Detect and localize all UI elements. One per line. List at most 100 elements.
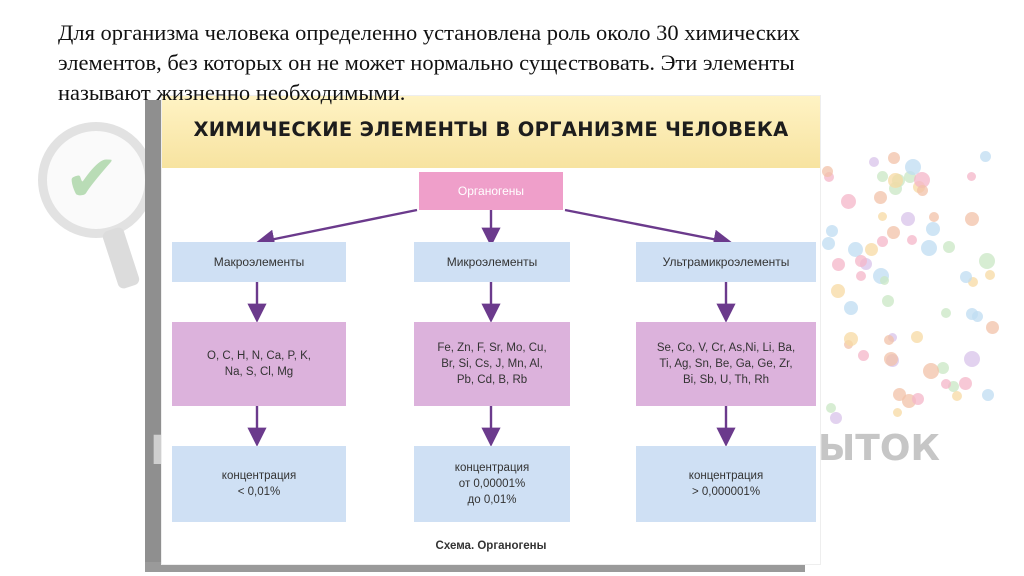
bead-dot xyxy=(877,236,888,247)
elements-line: Se, Co, V, Cr, As,Ni, Li, Ba, xyxy=(656,342,796,354)
category-node-macro: Макроэлементы xyxy=(172,242,346,282)
elements-line: Ti, Ag, Sn, Be, Ga, Ge, Zr, xyxy=(659,358,793,370)
bead-dot xyxy=(893,388,906,401)
bead-dot xyxy=(877,171,888,182)
arrow-root-to-macro xyxy=(255,208,418,249)
bead-dot xyxy=(964,351,980,367)
bead-dot xyxy=(914,172,930,188)
diagram-title: ХИМИЧЕСКИЕ ЭЛЕМЕНТЫ В ОРГАНИЗМЕ ЧЕЛОВЕКА xyxy=(193,118,789,141)
bead-dot xyxy=(869,157,879,167)
bead-dot xyxy=(855,255,867,267)
concentration-label: концентрация xyxy=(454,462,530,474)
concentration-node-ultra: концентрация > 0,000001% xyxy=(636,446,816,522)
bead-dot xyxy=(887,226,900,239)
diagram-caption: Схема. Органогены xyxy=(435,540,547,552)
bead-dot xyxy=(968,277,978,287)
bead-dot xyxy=(943,241,955,253)
bead-dot xyxy=(856,271,866,281)
bead-dot xyxy=(937,362,949,374)
bead-dot xyxy=(858,350,869,361)
bead-dot xyxy=(874,191,887,204)
bead-dot xyxy=(929,212,939,222)
bead-dot xyxy=(844,301,858,315)
bead-dot xyxy=(822,166,833,177)
intro-paragraph: Для организма человека определенно устан… xyxy=(58,18,938,108)
bead-dot xyxy=(844,332,858,346)
elements-node-micro: Fe, Zn, F, Sr, Mo, Cu, Br, Si, Cs, J, Mn… xyxy=(414,322,570,406)
elements-line: Bi, Sb, U, Th, Rh xyxy=(682,374,770,386)
bead-dot xyxy=(980,151,991,162)
checkmark-badge xyxy=(38,122,154,238)
intro-line: элементов, без которых он не может норма… xyxy=(58,50,795,75)
diagram-banner: ХИМИЧЕСКИЕ ЭЛЕМЕНТЫ В ОРГАНИЗМЕ ЧЕЛОВЕКА xyxy=(162,96,820,168)
bead-dot xyxy=(907,235,917,245)
bead-dot xyxy=(884,335,894,345)
diagram-arrows xyxy=(247,208,736,447)
background-word-right: ЫТОК xyxy=(818,428,940,469)
bead-dot xyxy=(941,379,951,389)
bead-dot xyxy=(960,271,972,283)
concentration-value: до 0,01% xyxy=(467,494,517,506)
bead-dot xyxy=(848,242,863,257)
bead-dot xyxy=(985,270,995,280)
bead-figure-illustration xyxy=(818,150,1008,440)
elements-line: Br, Si, Cs, J, Mn, Al, xyxy=(441,358,543,370)
bead-dot xyxy=(965,212,979,226)
bead-dot xyxy=(941,308,951,318)
bead-dot xyxy=(841,194,856,209)
bead-dot xyxy=(831,284,845,298)
category-node-micro: Микроэлементы xyxy=(414,242,570,282)
bead-dot xyxy=(921,240,937,256)
frame-bottom-edge xyxy=(145,562,805,572)
bead-dot xyxy=(911,331,923,343)
frame-left-edge xyxy=(145,100,165,570)
bead-dot xyxy=(926,222,940,236)
bead-dot xyxy=(972,311,983,322)
bead-dot xyxy=(901,212,915,226)
bead-dot xyxy=(882,295,894,307)
bead-dot xyxy=(923,363,939,379)
bead-dot xyxy=(912,393,924,405)
concentration-value: > 0,000001% xyxy=(691,486,761,498)
bead-dot xyxy=(824,172,834,182)
bead-dot xyxy=(878,212,887,221)
bead-dot xyxy=(905,159,921,175)
bead-dot xyxy=(884,352,898,366)
arrow-root-to-ultra xyxy=(564,208,733,249)
badge-handle xyxy=(101,226,141,290)
concentration-node-micro: концентрация от 0,00001% до 0,01% xyxy=(414,446,570,522)
elements-line: Na, S, Cl, Mg xyxy=(224,366,294,378)
elements-line: Pb, Cd, B, Rb xyxy=(456,374,528,386)
bead-dot xyxy=(826,403,836,413)
concentration-label: концентрация xyxy=(221,470,297,482)
bead-dot xyxy=(830,412,842,424)
intro-line: называют жизненно необходимыми. xyxy=(58,80,406,105)
checkmark-icon: ✔ xyxy=(64,140,120,217)
bead-dot xyxy=(948,381,959,392)
bead-dot xyxy=(982,389,994,401)
bead-dot xyxy=(967,172,976,181)
bead-dot xyxy=(952,391,962,401)
root-node: Органогены xyxy=(419,172,563,210)
elements-node-macro: O, C, H, N, Ca, P, K, Na, S, Cl, Mg xyxy=(172,322,346,406)
bead-dot xyxy=(865,243,878,256)
bead-dot xyxy=(826,225,838,237)
elements-line: O, C, H, N, Ca, P, K, xyxy=(207,350,311,362)
bead-dot xyxy=(917,185,928,196)
concentration-value: от 0,00001% xyxy=(458,478,526,490)
diagram-panel: ХИМИЧЕСКИЕ ЭЛЕМЕНТЫ В ОРГАНИЗМЕ ЧЕЛОВЕКА… xyxy=(162,96,820,564)
bead-dot xyxy=(888,152,900,164)
category-node-ultra: Ультрамикроэлементы xyxy=(636,242,816,282)
concentration-value: < 0,01% xyxy=(237,486,281,498)
bead-dot xyxy=(832,258,845,271)
intro-line: Для организма человека определенно устан… xyxy=(58,20,800,45)
bead-dot xyxy=(822,237,835,250)
bead-dot xyxy=(959,377,972,390)
bead-dot xyxy=(893,408,902,417)
bead-dot xyxy=(986,321,999,334)
bead-dot xyxy=(888,173,903,188)
concentration-label: концентрация xyxy=(688,470,764,482)
concentration-node-macro: концентрация < 0,01% xyxy=(172,446,346,522)
bead-dot xyxy=(880,276,889,285)
bead-dot xyxy=(979,253,995,269)
